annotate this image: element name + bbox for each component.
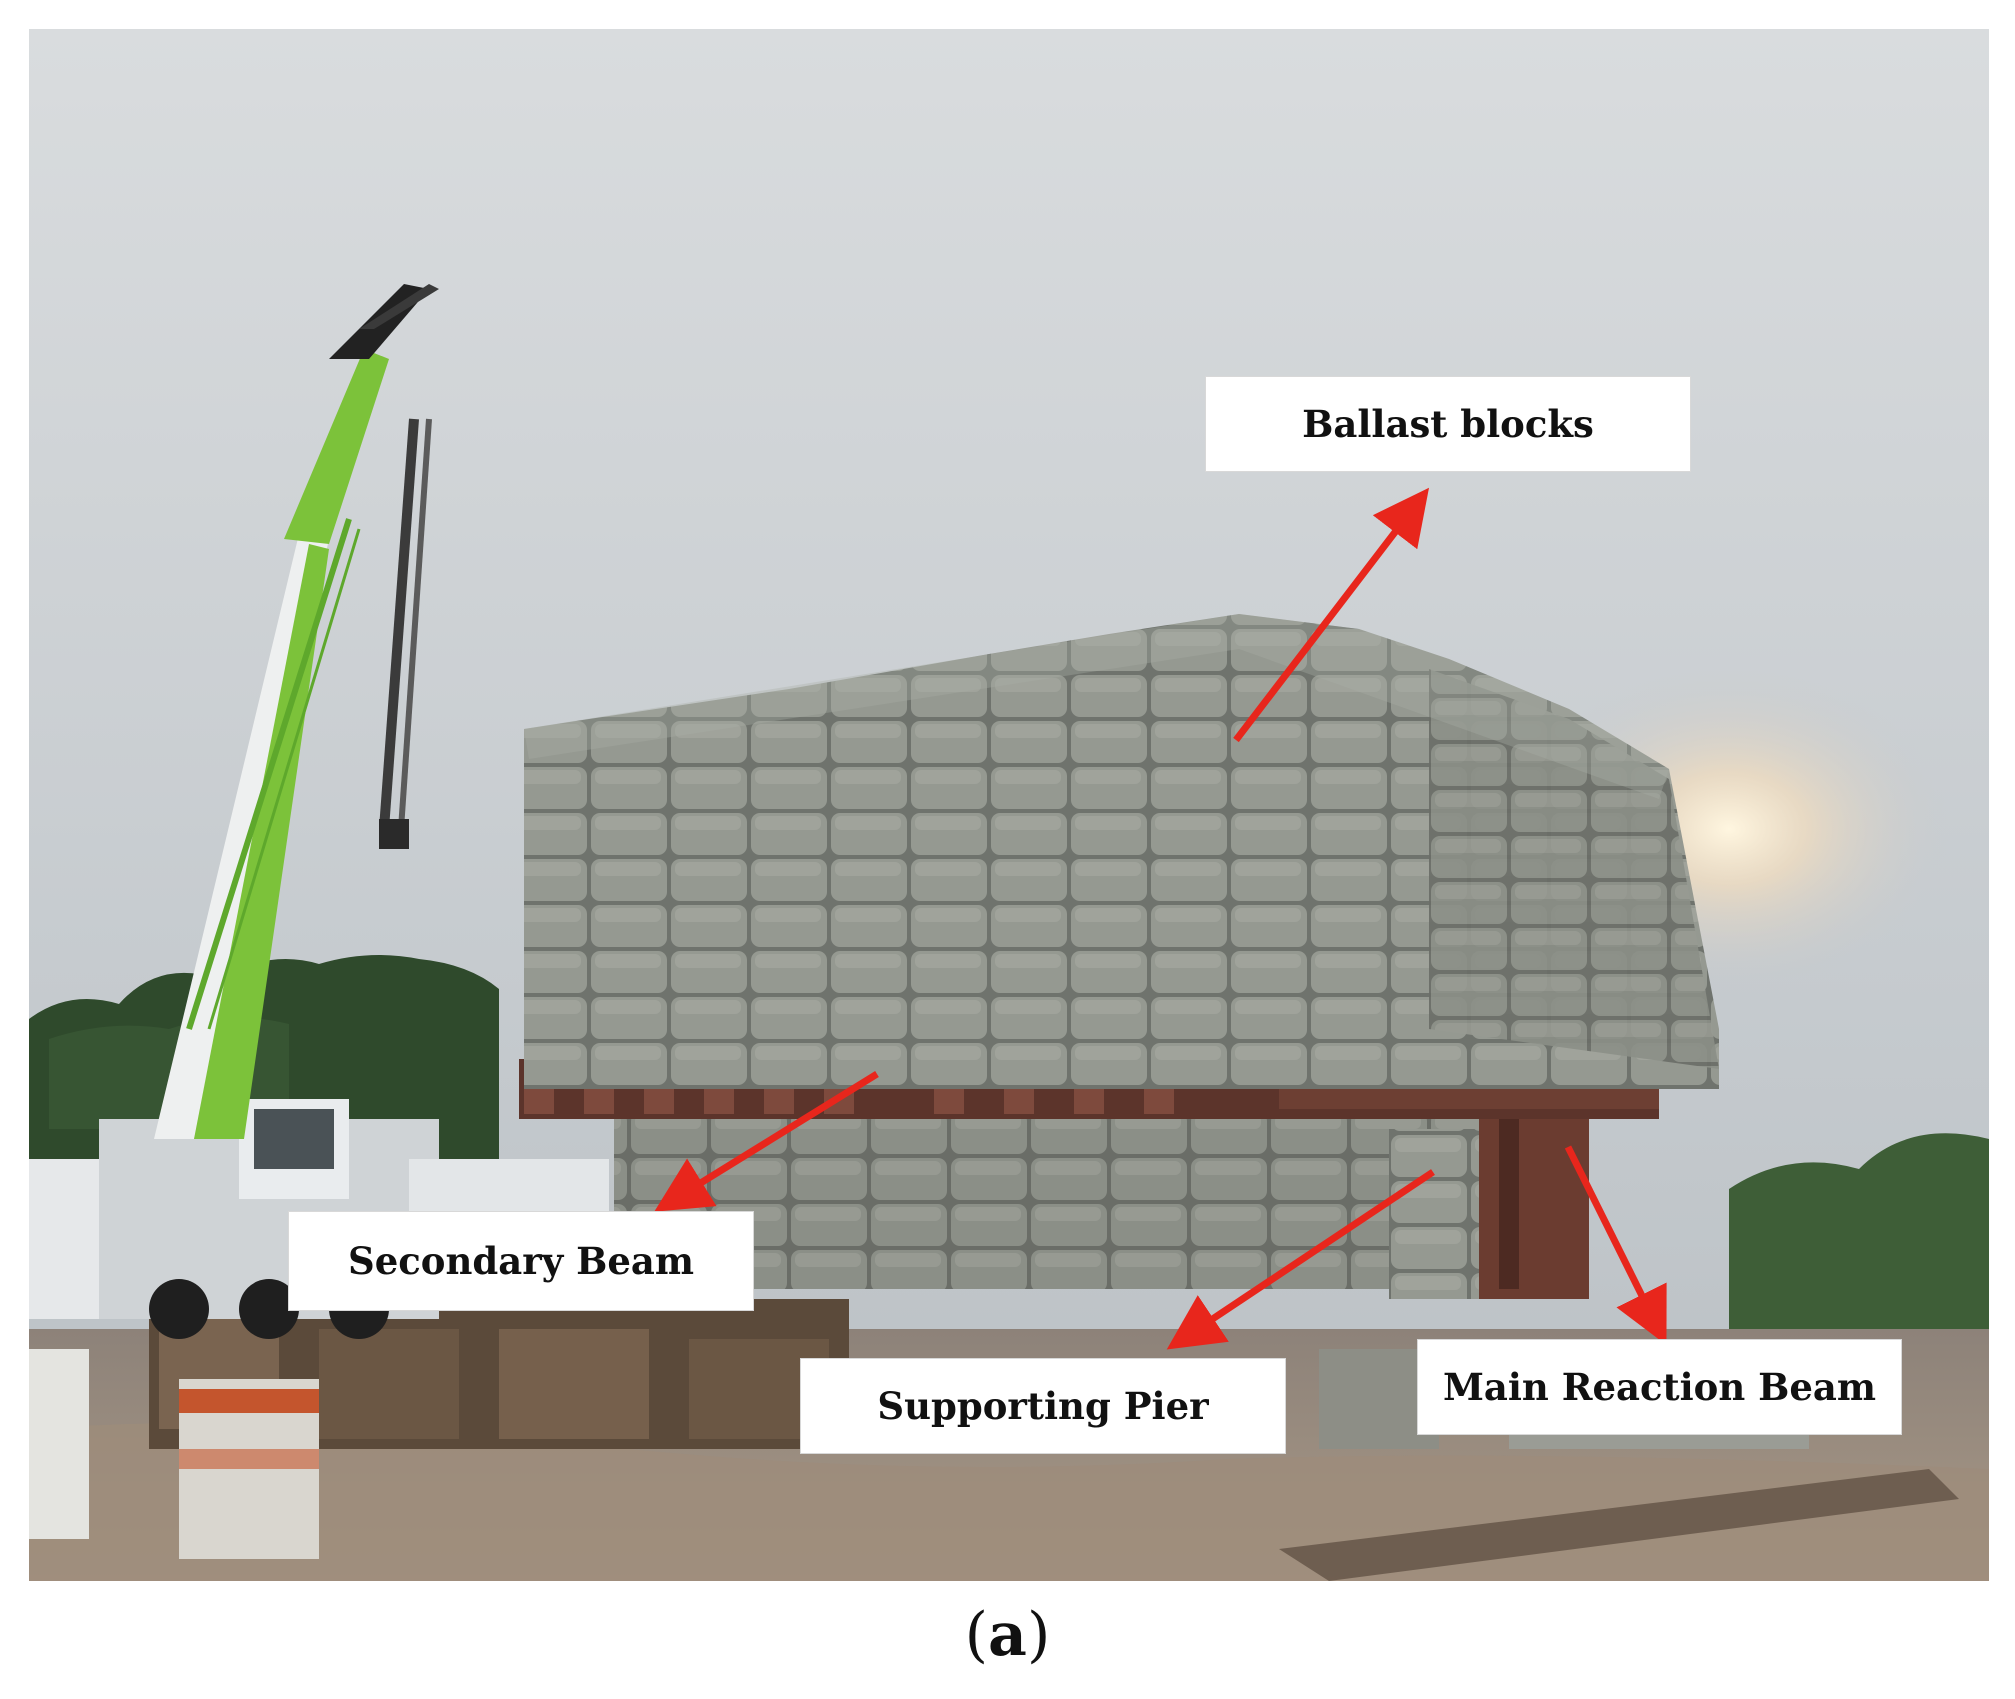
lower-block-stack — [614, 1099, 1484, 1289]
label-secondary-beam: Secondary Beam — [288, 1211, 754, 1311]
arrow-icon — [1564, 1145, 1667, 1346]
arrow-icon — [1166, 1169, 1435, 1350]
tree-line-right — [1729, 1133, 1989, 1349]
ballast-block-stack — [524, 614, 1719, 1089]
main-reaction-beam — [1479, 1099, 1589, 1299]
crane-icon — [154, 284, 439, 1139]
arrow-icon — [654, 1071, 879, 1212]
arrow-icon — [1233, 487, 1430, 743]
photo — [29, 29, 1989, 1581]
label-main-reaction-beam: Main Reaction Beam — [1417, 1339, 1902, 1435]
figure-caption: (a) — [0, 1600, 2015, 1670]
caption-letter: a — [988, 1600, 1027, 1670]
caption-open-paren: ( — [964, 1600, 989, 1670]
van — [29, 1159, 109, 1319]
photo-scene — [29, 29, 1989, 1581]
post — [29, 1349, 89, 1539]
caption-close-paren: ) — [1026, 1600, 1051, 1670]
label-supporting-pier: Supporting Pier — [800, 1358, 1286, 1454]
label-ballast-blocks: Ballast blocks — [1205, 376, 1691, 472]
